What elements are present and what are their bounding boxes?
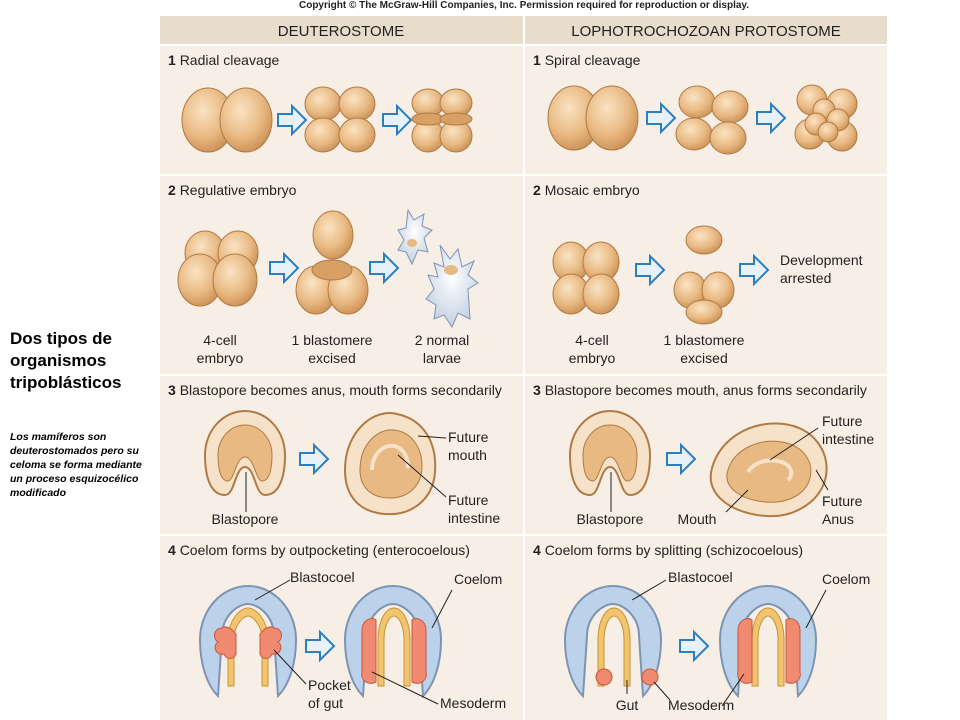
arrow-icon (369, 251, 400, 285)
arrow-icon (635, 253, 666, 287)
gastrula-left (203, 410, 287, 497)
coelom-splitting-stage-1 (563, 585, 663, 699)
excised-blastomere-mosaic (685, 225, 723, 255)
three-cell-embryo-mosaic (673, 271, 735, 325)
label-blastopore-right: Blastopore (577, 511, 644, 527)
coelom-outpocketing-stage-2 (343, 585, 443, 699)
label-future-anus-2: Anus (822, 511, 854, 527)
coelom-splitting-stage-2 (718, 585, 818, 699)
label-development-arrested-1: Development (780, 252, 863, 268)
header-deuterostome-bg (160, 16, 523, 44)
label-excised-left-2: excised (308, 350, 355, 366)
leader-line (725, 489, 749, 513)
leader-line (417, 435, 447, 439)
excised-blastomere (312, 210, 354, 260)
arrow-icon (646, 101, 677, 135)
label-pocket-1: Pocket (308, 677, 351, 693)
label-development-arrested-2: arrested (780, 270, 831, 286)
label-future-intestine-right-1: Future (822, 413, 863, 429)
gastrula-anus-forming (709, 422, 828, 518)
label-mesoderm-left: Mesoderm (440, 695, 506, 711)
label-coelom-left: Coelom (454, 571, 502, 587)
leader-line (631, 579, 667, 601)
leader-line (653, 681, 671, 701)
label-excised-left-1: 1 blastomere (292, 332, 373, 348)
arrow-icon (382, 103, 413, 137)
panel-label-schizocoelous: 4 Coelom forms by splitting (schizocoelo… (533, 542, 803, 558)
label-blastocoel-left: Blastocoel (290, 569, 355, 585)
panel-label-mosaic-embryo: 2 Mosaic embryo (533, 182, 640, 198)
arrow-icon (739, 253, 770, 287)
label-future-mouth-1: Future (448, 429, 489, 445)
label-future-anus-1: Future (822, 493, 863, 509)
leader-line (273, 649, 307, 685)
column-header-deuterostome: DEUTEROSTOME (278, 23, 404, 40)
arrow-icon (269, 251, 300, 285)
label-excised-right-2: excised (680, 350, 727, 366)
two-cell-embryo-spiral (547, 85, 639, 151)
label-blastocoel-right: Blastocoel (668, 569, 733, 585)
leader-line (721, 673, 745, 707)
label-coelom-right: Coelom (822, 571, 870, 587)
label-future-intestine-right-2: intestine (822, 431, 874, 447)
label-pocket-2: of gut (308, 695, 343, 711)
leader-line (371, 671, 439, 705)
label-future-intestine-left-1: Future (448, 492, 489, 508)
arrow-icon (666, 442, 697, 476)
panel-label-spiral-cleavage: 1 Spiral cleavage (533, 52, 641, 68)
three-cell-embryo (295, 259, 369, 315)
leader-line (431, 589, 453, 629)
label-four-cell-left-2: embryo (197, 350, 244, 366)
panel-label-regulative-embryo: 2 Regulative embryo (168, 182, 297, 198)
label-four-cell-left-1: 4-cell (203, 332, 236, 348)
label-mouth: Mouth (678, 511, 717, 527)
label-four-cell-right-1: 4-cell (575, 332, 608, 348)
normal-larva-small (397, 208, 433, 266)
copyright-notice: Copyright © The McGraw-Hill Companies, I… (298, 0, 750, 11)
coelom-outpocketing-stage-1 (198, 585, 298, 699)
panel-label-enterocoelous: 4 Coelom forms by outpocketing (enteroco… (168, 542, 470, 558)
label-excised-right-1: 1 blastomere (664, 332, 745, 348)
leader-line (815, 469, 829, 491)
four-cell-embryo-radial (304, 86, 376, 153)
sidebar-title: Dos tipos de organismos tripoblásticos (10, 329, 122, 392)
four-cell-embryo-regulative (177, 230, 259, 307)
label-gut: Gut (616, 697, 639, 713)
leader-line (805, 589, 827, 629)
header-protostome-bg (525, 16, 887, 44)
label-mesoderm-right: Mesoderm (668, 697, 734, 713)
two-cell-embryo-radial (181, 87, 273, 153)
label-larvae-2: larvae (423, 350, 461, 366)
arrow-icon (756, 101, 787, 135)
panel-label-blastopore-mouth: 3 Blastopore becomes mouth, anus forms s… (533, 382, 867, 398)
leader-line (769, 427, 819, 461)
label-four-cell-right-2: embryo (569, 350, 616, 366)
panel-label-blastopore-anus: 3 Blastopore becomes anus, mouth forms s… (168, 382, 502, 398)
arrow-icon (305, 629, 336, 663)
eight-cell-embryo-spiral (794, 84, 858, 152)
four-cell-embryo-spiral (675, 85, 749, 155)
leader-line (397, 454, 447, 498)
label-blastopore-left: Blastopore (212, 511, 279, 527)
arrow-icon (277, 103, 308, 137)
four-cell-embryo-mosaic (552, 241, 620, 315)
sidebar-note: Los mamíferos son deuterostomados pero s… (10, 431, 142, 499)
leader-line (254, 579, 291, 601)
normal-larva-large (425, 244, 479, 329)
gastrula-mouth-forming (343, 412, 437, 516)
arrow-icon (679, 629, 710, 663)
panel-label-radial-cleavage: 1 Radial cleavage (168, 52, 280, 68)
eight-cell-embryo-radial (411, 88, 473, 153)
arrow-icon (299, 442, 330, 476)
label-larvae-1: 2 normal (415, 332, 469, 348)
label-future-intestine-left-2: intestine (448, 510, 500, 526)
column-header-protostome: LOPHOTROCHOZOAN PROTOSTOME (571, 23, 840, 40)
label-future-mouth-2: mouth (448, 447, 487, 463)
gastrula-right (568, 410, 652, 497)
